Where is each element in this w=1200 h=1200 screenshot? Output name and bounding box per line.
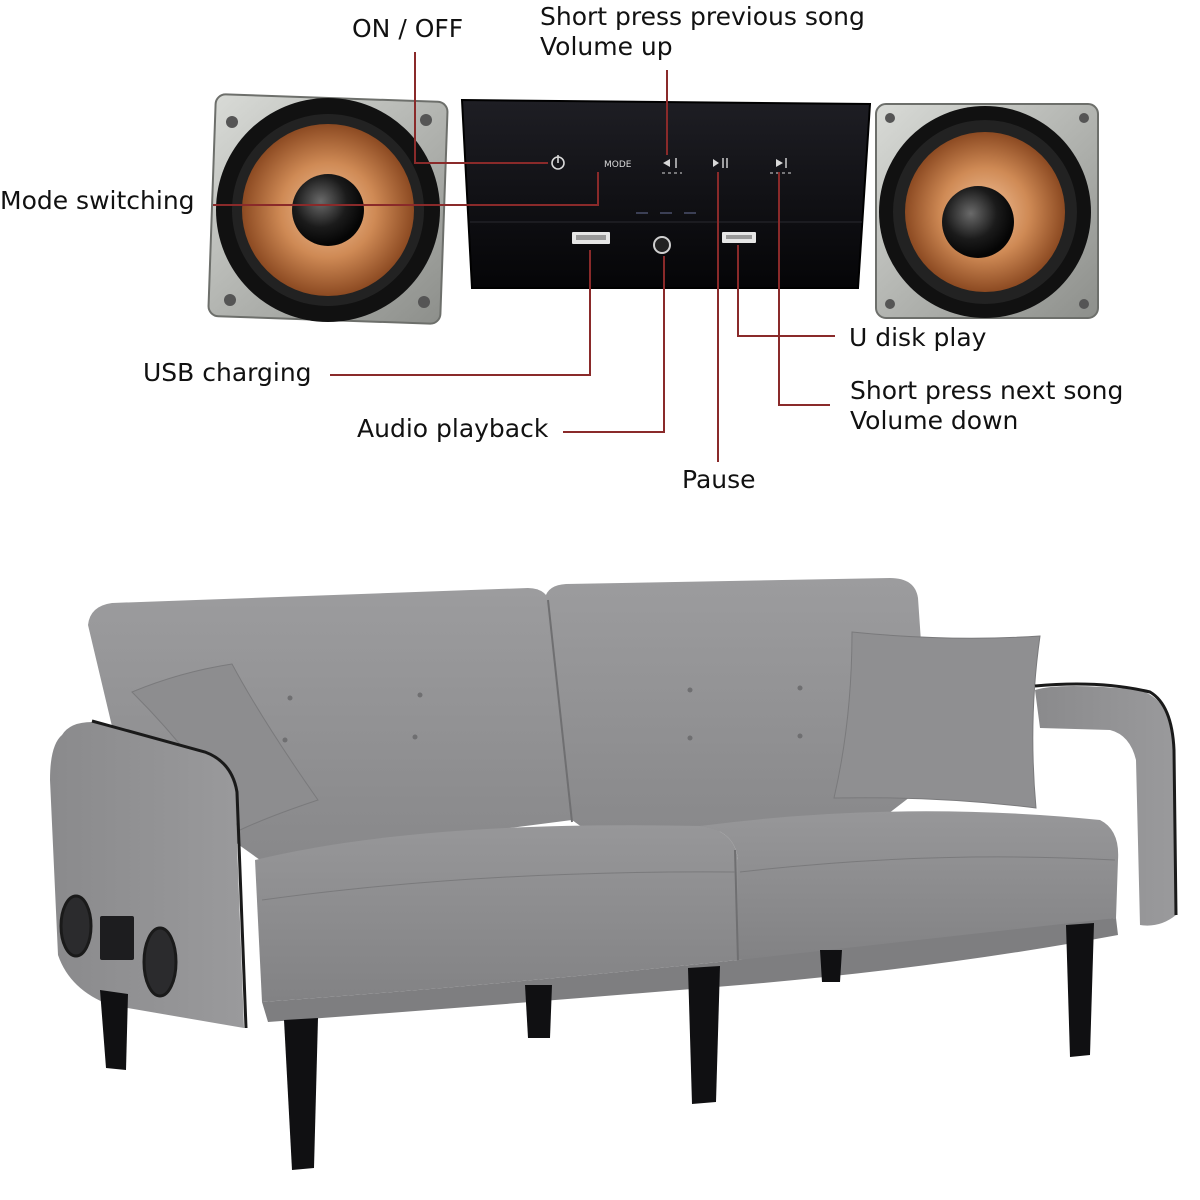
armrest-speaker-right — [142, 926, 178, 998]
armrest-speaker-left — [59, 894, 93, 958]
label-usb-charging: USB charging — [143, 358, 312, 387]
previous-icon[interactable] — [662, 158, 682, 174]
label-previous-song: Short press previous song Volume up — [540, 2, 865, 61]
armrest-control-panel — [100, 916, 134, 960]
label-audio-playback: Audio playback — [357, 414, 549, 443]
sofa-seat-right — [700, 811, 1119, 960]
right-speaker — [875, 103, 1099, 319]
audio-jack[interactable] — [653, 236, 671, 254]
u-disk-port[interactable] — [722, 232, 756, 243]
label-mode-switching: Mode switching — [0, 186, 195, 215]
label-next-song: Short press next song Volume down — [850, 376, 1124, 435]
leader-lines — [213, 52, 835, 462]
mode-button[interactable]: MODE — [604, 160, 632, 170]
sofa-legs — [100, 923, 1094, 1170]
power-icon[interactable] — [551, 155, 565, 170]
left-speaker — [207, 93, 449, 325]
usb-charging-port[interactable] — [572, 232, 610, 244]
sofa-arm-left — [50, 722, 244, 1028]
label-u-disk-play: U disk play — [849, 323, 987, 352]
control-panel: MODE — [460, 98, 872, 289]
sofa-seat-left — [255, 825, 738, 1002]
sofa-arm-right — [1035, 686, 1176, 926]
label-on-off: ON / OFF — [352, 14, 464, 43]
next-icon[interactable] — [770, 158, 792, 174]
pillow-right — [833, 631, 1041, 809]
label-pause: Pause — [682, 465, 756, 494]
play-pause-icon[interactable] — [713, 158, 728, 168]
sofa — [50, 578, 1178, 1170]
